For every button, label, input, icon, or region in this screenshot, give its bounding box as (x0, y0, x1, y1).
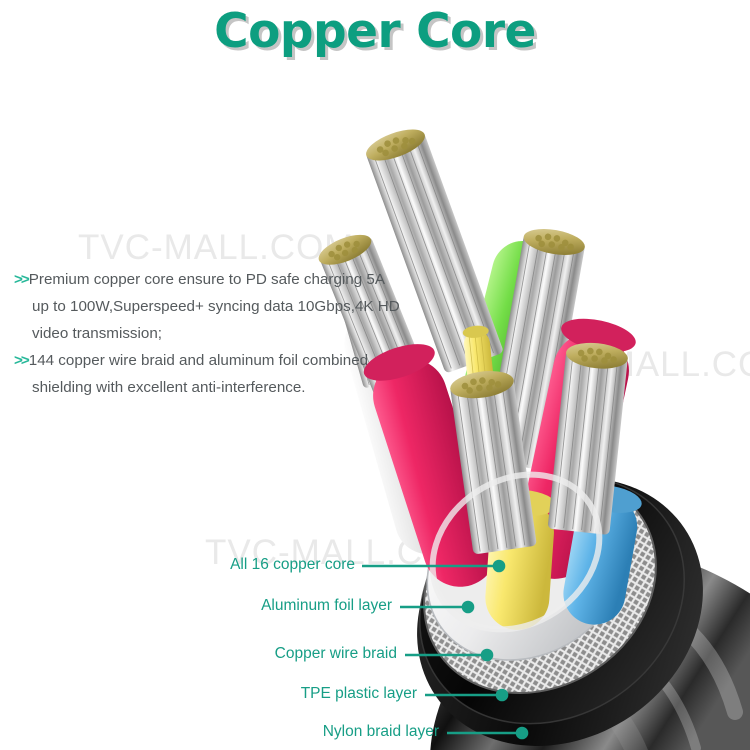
leader-dot-tpe-plastic (495, 688, 509, 702)
feature-text: shielding with excellent anti-interferen… (32, 379, 306, 396)
callout-label-nylon-braid: Nylon braid layer (322, 723, 439, 740)
callout-label-tpe-plastic: TPE plastic layer (300, 685, 417, 702)
feature-text: video transmission; (32, 325, 162, 342)
bullet-marker: >> (14, 271, 30, 288)
wire-bundle-lower-center (450, 371, 537, 554)
watermark-tvc-mall: TVC-MALL.COM (520, 345, 750, 384)
leader-dot-copper-core (492, 559, 506, 573)
cable-layer-tpe-plastic (419, 475, 685, 725)
callout-label-copper-core: All 16 copper core (230, 556, 355, 573)
leader-dot-aluminum-foil (461, 600, 475, 614)
cable-layer-nylon-braid (417, 478, 750, 750)
core-blue-bottom (563, 485, 642, 625)
callout-label-aluminum-foil: Aluminum foil layer (261, 597, 392, 614)
callout-label-copper-braid: Copper wire braid (274, 645, 397, 662)
leader-dot-copper-braid (480, 648, 494, 662)
feature-text: up to 100W,Superspeed+ syncing data 10Gb… (32, 298, 400, 315)
feature-description: >>Premium copper core ensure to PD safe … (14, 266, 400, 401)
feature-text: 144 copper wire braid and aluminum foil … (28, 352, 369, 369)
watermark-tvc-mall: TVC-MALL.COM (78, 228, 355, 267)
feature-line: >>Premium copper core ensure to PD safe … (14, 266, 385, 293)
feature-text: Premium copper core ensure to PD safe ch… (28, 271, 385, 288)
wire-tip-center-small (474, 468, 510, 488)
core-yellow-thin (462, 325, 507, 510)
page-title: Copper Core (214, 4, 536, 59)
cable-layer-copper-braid (423, 475, 657, 695)
feature-line: video transmission; (14, 320, 354, 347)
bullet-marker: >> (14, 352, 30, 369)
feature-line: shielding with excellent anti-interferen… (14, 374, 354, 401)
wire-bundle-top-center (366, 129, 503, 373)
core-yellow-bottom (485, 489, 556, 630)
feature-line: up to 100W,Superspeed+ syncing data 10Gb… (14, 293, 400, 320)
leader-dot-nylon-braid (515, 726, 529, 740)
feature-line: >>144 copper wire braid and aluminum foi… (14, 347, 368, 374)
